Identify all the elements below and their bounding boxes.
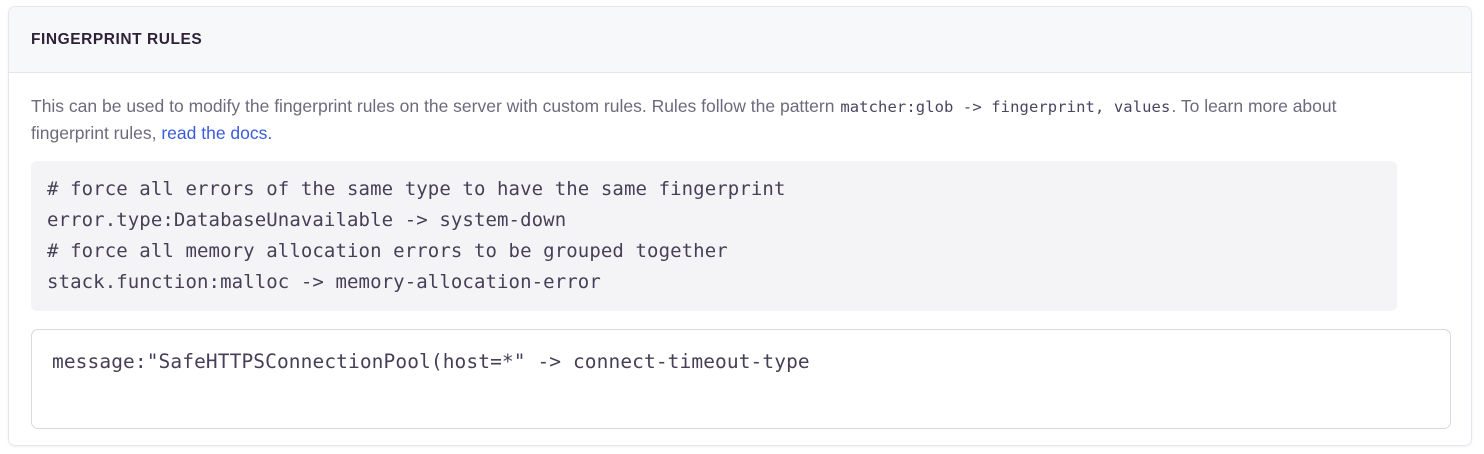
page-title: FINGERPRINT RULES (31, 30, 203, 48)
example-rules-code: # force all errors of the same type to h… (47, 178, 786, 293)
inline-code-pattern: matcher:glob -> fingerprint, values (840, 98, 1171, 116)
fingerprint-rules-panel: FINGERPRINT RULES This can be used to mo… (8, 6, 1472, 446)
read-the-docs-link[interactable]: read the docs. (161, 123, 273, 144)
description-text: This can be used to modify the fingerpri… (31, 93, 1391, 147)
fingerprint-rules-input[interactable] (31, 329, 1451, 430)
panel-body: This can be used to modify the fingerpri… (9, 73, 1471, 430)
panel-header: FINGERPRINT RULES (9, 7, 1471, 73)
description-after-code: . To learn more about fingerprint rules, (31, 96, 1337, 144)
example-rules-code-block: # force all errors of the same type to h… (31, 161, 1397, 312)
description-before-code: This can be used to modify the fingerpri… (31, 96, 840, 116)
